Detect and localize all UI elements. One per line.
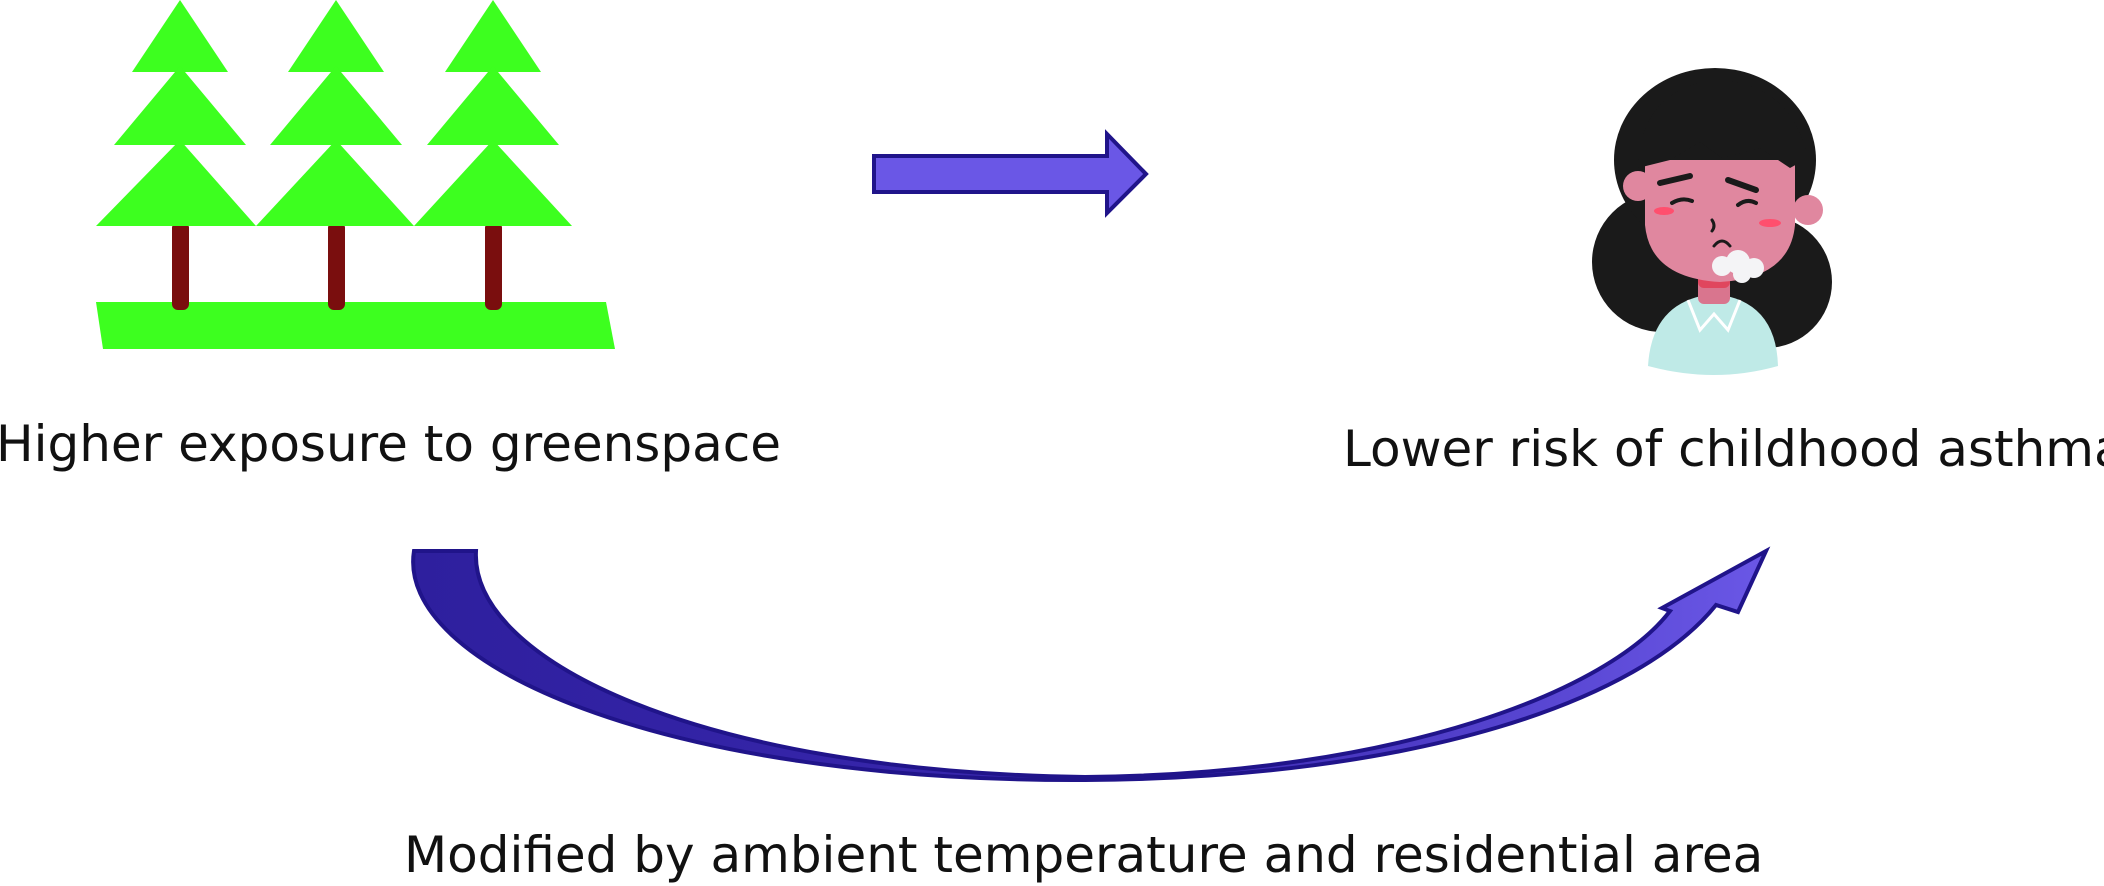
bangs	[1638, 80, 1808, 168]
ground	[96, 302, 615, 349]
ear-right	[1793, 195, 1823, 225]
trunk	[172, 222, 189, 310]
blush-right	[1759, 219, 1781, 227]
curved-arrow-icon	[411, 546, 1771, 783]
exposure-label: Higher exposure to greenspace	[0, 415, 781, 473]
tree-3	[414, 0, 572, 310]
shirt	[1648, 294, 1778, 375]
eyebrow-left	[1657, 173, 1693, 186]
mouth	[1712, 239, 1732, 248]
eye-right	[1736, 198, 1758, 207]
blush-left	[1654, 207, 1674, 215]
outcome-label: Lower risk of childhood asthma	[1343, 420, 2104, 478]
modifier-label: Modified by ambient temperature and resi…	[404, 826, 1763, 884]
trunk	[328, 222, 345, 310]
tree-2	[256, 0, 414, 310]
tree-1	[96, 0, 256, 310]
coughing-girl-icon	[1592, 68, 1832, 375]
cough-cloud-icon	[1712, 250, 1764, 283]
right-arrow-icon	[872, 129, 1149, 218]
trunk	[485, 222, 502, 310]
collar	[1686, 299, 1742, 333]
eyebrow-right	[1725, 177, 1759, 193]
pine-trees-icon	[96, 0, 615, 349]
nose	[1710, 218, 1716, 233]
eye-left	[1670, 197, 1694, 205]
